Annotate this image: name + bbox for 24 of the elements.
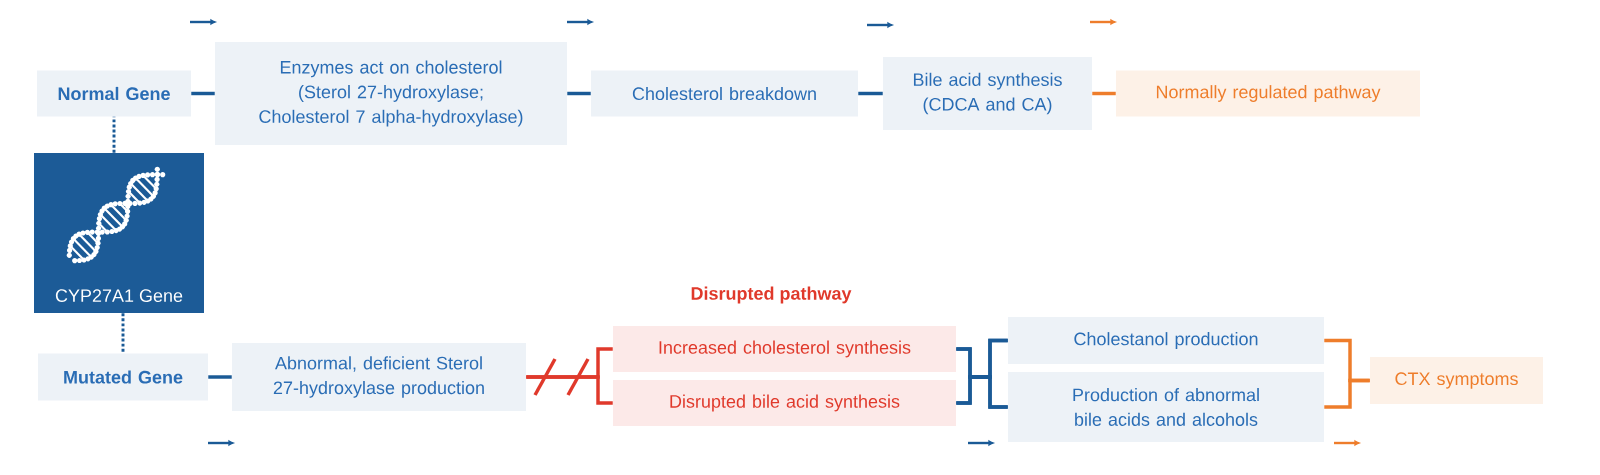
process-box: Bile acid synthesis (CDCA and CA)	[883, 57, 1092, 130]
connector	[121, 313, 125, 354]
connector	[1324, 378, 1370, 409]
connector	[191, 91, 215, 96]
gene-label-box: Mutated Gene	[38, 353, 208, 401]
connector	[567, 91, 591, 96]
outcome-box: CTX symptoms	[1370, 357, 1543, 404]
gene-label-box: Normal Gene	[37, 70, 191, 117]
process-box: Cholesterol breakdown	[591, 70, 858, 117]
process-box: Enzymes act on cholesterol (Sterol 27-hydroxylase; Cholesterol 7 alpha-hydroxylase)	[215, 42, 567, 145]
connector	[956, 375, 1008, 409]
connector	[112, 116, 116, 153]
process-box: Cholestanol production	[1008, 317, 1324, 364]
gene-box: CYP27A1 Gene	[34, 153, 204, 313]
disrupted-step-box: Increased cholesterol synthesis	[613, 326, 956, 372]
process-box: Abnormal, deficient Sterol 27-hydroxylase production	[232, 343, 526, 411]
process-box: Production of abnormal bile acids and alcohols	[1008, 372, 1324, 442]
connector	[858, 91, 883, 96]
connector	[526, 375, 613, 405]
connector	[1092, 91, 1116, 96]
connector	[208, 375, 232, 379]
disrupted-step-box: Disrupted bile acid synthesis	[613, 380, 956, 426]
outcome-box: Normally regulated pathway	[1116, 70, 1420, 117]
section-heading: Disrupted pathway	[691, 286, 852, 304]
